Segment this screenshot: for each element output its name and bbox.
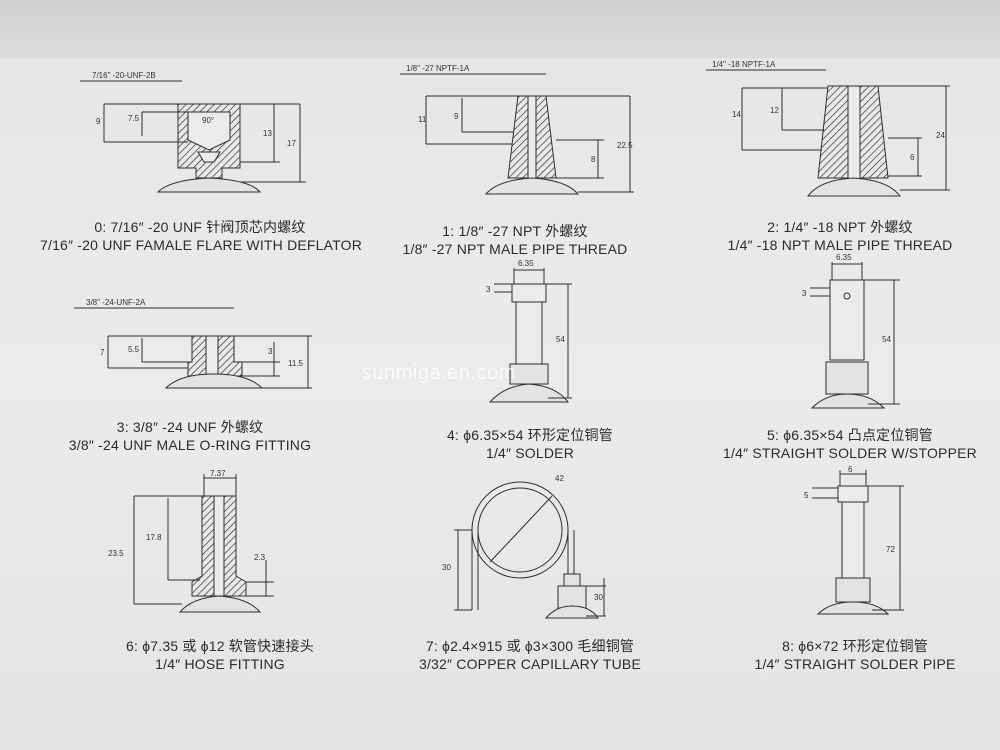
- fitting-1-base: [484, 177, 580, 195]
- fitting-7-dia: 42: [555, 474, 564, 483]
- caption-7-cn: 7: ϕ2.4×915 或 ϕ3×300 毛细铜管: [425, 638, 635, 654]
- fitting-2-dim-1: 14: [732, 110, 741, 119]
- fitting-6-dim-1: 17.8: [146, 533, 162, 542]
- caption-0-en: 7/16″ -20 UNF FAMALE FLARE WITH DEFLATOR: [40, 237, 363, 253]
- fitting-1-npt-1-8: 1/8" -27 NPTF-1A 11 9 8 22.5: [400, 64, 634, 195]
- caption-8-en: 1/4″ STRAIGHT SOLDER PIPE: [754, 656, 956, 672]
- fitting-0-dim-1: 9: [96, 117, 101, 126]
- caption-5-en: 1/4″ STRAIGHT SOLDER W/STOPPER: [723, 445, 977, 461]
- fitting-5-dim-2: 54: [882, 335, 891, 344]
- fitting-3-dim-4: 11.5: [288, 359, 304, 368]
- fitting-5-stopper-dot: [843, 292, 851, 300]
- watermark: sunmiga.en.com: [362, 362, 516, 384]
- fitting-5-solder-stopper: 6.35 3 54: [802, 253, 900, 409]
- fitting-3-o-ring: 3/8" -24-UNF-2A 7 5.5 3 11.5: [74, 298, 312, 389]
- fitting-7-dia-line: [489, 495, 553, 563]
- caption-2-en: 1/4″ -18 NPT MALE PIPE THREAD: [727, 237, 953, 253]
- fitting-7-dim-1: 30: [442, 563, 451, 572]
- fitting-2-dim-3: 6: [910, 153, 915, 162]
- caption-1: 1: 1/8″ -27 NPT 外螺纹 1/8″ -27 NPT MALE PI…: [380, 222, 650, 258]
- fitting-0-dim-4: 17: [287, 139, 296, 148]
- fitting-6-dim-2: 23.5: [108, 549, 124, 558]
- caption-3-cn: 3: 3/8″ -24 UNF 外螺纹: [116, 419, 264, 435]
- fitting-3-dim-3: 3: [268, 347, 273, 356]
- fitting-0-base: [156, 177, 262, 193]
- caption-7-en: 3/32″ COPPER CAPILLARY TUBE: [418, 656, 641, 672]
- fitting-7-base: [544, 605, 599, 619]
- fitting-7-capillary-tube: 42 30 30: [442, 474, 606, 619]
- fitting-8-collar: [837, 485, 869, 503]
- fitting-6-top-dim: 7.37: [210, 469, 226, 478]
- fitting-7-dim-2: 30: [594, 593, 603, 602]
- caption-8-cn: 8: ϕ6×72 环形定位铜管: [782, 638, 928, 654]
- fitting-8-solder-pipe: 6 5 72: [804, 465, 904, 615]
- fitting-8-dim-2: 72: [886, 545, 895, 554]
- fitting-4-top-dim: 6.35: [518, 259, 534, 268]
- fitting-3-base: [164, 373, 264, 389]
- fitting-0-dim-2: 7.5: [128, 114, 140, 123]
- fitting-0-bore: [187, 111, 231, 151]
- fitting-2-dim-4: 24: [936, 131, 945, 140]
- fitting-4-dim-2: 54: [556, 335, 565, 344]
- fitting-0-angle: 90°: [202, 116, 214, 125]
- fitting-4-tube: [515, 301, 543, 365]
- caption-6: 6: ϕ7.35 或 ϕ12 软管快速接头 1/4″ HOSE FITTING: [80, 637, 360, 673]
- caption-6-en: 1/4″ HOSE FITTING: [155, 656, 285, 672]
- caption-4-cn: 4: ϕ6.35×54 环形定位铜管: [447, 427, 613, 443]
- caption-4: 4: ϕ6.35×54 环形定位铜管 1/4″ SOLDER: [420, 426, 640, 462]
- fitting-3-dim-1: 7: [100, 348, 105, 357]
- page-top-shadow: [0, 0, 1000, 58]
- caption-8: 8: ϕ6×72 环形定位铜管 1/4″ STRAIGHT SOLDER PIP…: [720, 637, 990, 673]
- caption-3: 3: 3/8″ -24 UNF 外螺纹 3/8″ -24 UNF MALE O-…: [40, 418, 340, 454]
- fitting-6-dim-3: 2.3: [254, 553, 266, 562]
- fitting-5-top-dim: 6.35: [836, 253, 852, 262]
- caption-3-en: 3/8″ -24 UNF MALE O-RING FITTING: [68, 437, 312, 453]
- fitting-0-female-flare: 7/16" -20-UNF-2B 9 7.5 90° 13 17: [80, 71, 306, 193]
- fitting-1-dim-2: 9: [454, 112, 459, 121]
- fitting-7-connector: [557, 585, 587, 609]
- caption-5-cn: 5: ϕ6.35×54 凸点定位铜管: [767, 427, 933, 443]
- caption-2-cn: 2: 1/4″ -18 NPT 外螺纹: [767, 219, 913, 235]
- fitting-1-thread-label: 1/8" -27 NPTF-1A: [406, 64, 470, 73]
- caption-1-cn: 1: 1/8″ -27 NPT 外螺纹: [442, 223, 588, 239]
- fitting-0-dim-3: 13: [263, 129, 272, 138]
- fitting-4-solder-tube: 6.35 3 54: [486, 259, 572, 403]
- fitting-1-dim-3: 8: [591, 155, 596, 164]
- fitting-4-collar: [511, 283, 547, 303]
- fitting-1-dim-4: 22.5: [617, 141, 633, 150]
- fitting-2-base: [806, 177, 902, 197]
- fitting-8-tube: [841, 501, 865, 579]
- caption-2: 2: 1/4″ -18 NPT 外螺纹 1/4″ -18 NPT MALE PI…: [710, 218, 970, 254]
- caption-0-cn: 0: 7/16″ -20 UNF 针阀顶芯内螺纹: [94, 219, 306, 235]
- caption-7: 7: ϕ2.4×915 或 ϕ3×300 毛细铜管 3/32″ COPPER C…: [380, 637, 680, 673]
- fitting-8-dim-1: 5: [804, 491, 809, 500]
- fitting-5-tube: [829, 279, 865, 361]
- fitting-3-dim-2: 5.5: [128, 345, 140, 354]
- fitting-2-dim-2: 12: [770, 106, 779, 115]
- caption-4-en: 1/4″ SOLDER: [485, 445, 575, 461]
- fitting-0-thread-label: 7/16" -20-UNF-2B: [92, 71, 156, 80]
- caption-5: 5: ϕ6.35×54 凸点定位铜管 1/4″ STRAIGHT SOLDER …: [700, 426, 1000, 462]
- fitting-6-base: [178, 595, 262, 613]
- fitting-2-thread-label: 1/4" -18 NPTF-1A: [712, 60, 776, 69]
- caption-0: 0: 7/16″ -20 UNF 针阀顶芯内螺纹 7/16″ -20 UNF F…: [40, 218, 363, 254]
- fitting-4-base: [488, 383, 570, 403]
- fitting-6-hose-fitting: 7.37 23.5 17.8 2.3: [108, 469, 274, 613]
- fitting-8-top-dim: 6: [848, 465, 853, 474]
- fitting-1-dim-1: 11: [418, 115, 427, 124]
- fitting-8-base: [816, 601, 890, 615]
- caption-6-cn: 6: ϕ7.35 或 ϕ12 软管快速接头: [126, 638, 314, 654]
- caption-1-en: 1/8″ -27 NPT MALE PIPE THREAD: [402, 241, 628, 257]
- fitting-5-dim-1: 3: [802, 289, 807, 298]
- fitting-4-dim-1: 3: [486, 285, 491, 294]
- fitting-5-base: [810, 393, 886, 409]
- fitting-2-npt-1-4: 1/4" -18 NPTF-1A 14 12 6 24: [706, 60, 950, 197]
- fitting-3-thread-label: 3/8" -24-UNF-2A: [86, 298, 146, 307]
